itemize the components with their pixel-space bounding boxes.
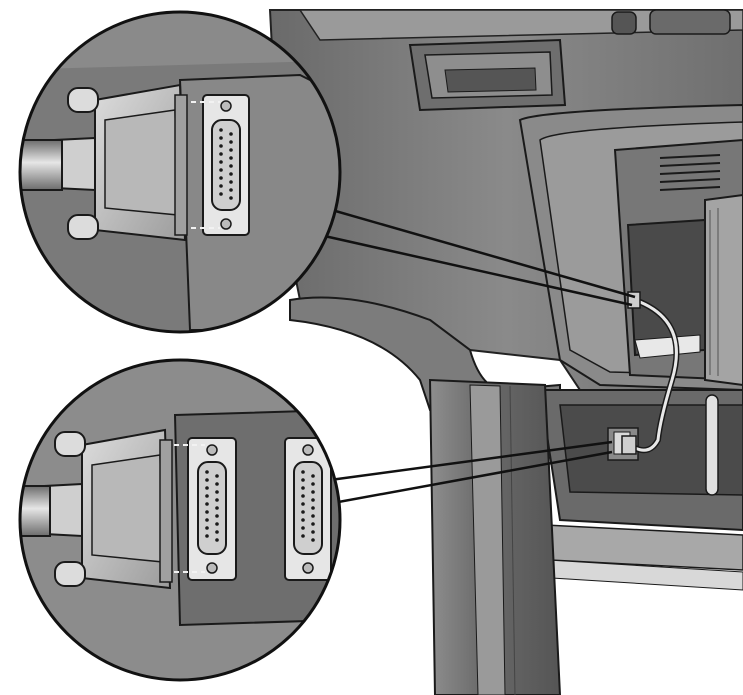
top-slot-left	[611, 11, 637, 35]
thumbscrew-bottom-lower	[54, 561, 86, 587]
interface-port-connected	[187, 437, 237, 581]
callout-leaders	[319, 206, 636, 507]
stand-leg	[428, 378, 562, 695]
top-slot-right	[649, 9, 731, 35]
thumbscrew-top	[67, 87, 99, 113]
cable-connector-hood-lower	[44, 428, 173, 590]
stand-crossbar	[538, 389, 743, 591]
thumbscrew-top-lower	[54, 431, 86, 457]
printer-parallel-port	[202, 94, 250, 236]
printer-body	[268, 9, 743, 695]
lower-plug	[621, 435, 637, 455]
cable-connector-hood	[54, 83, 188, 242]
interface-port-empty	[284, 437, 332, 581]
carry-handle	[408, 38, 567, 112]
top-callout-magnifier	[18, 10, 342, 334]
bottom-callout-magnifier	[18, 358, 342, 682]
cable-lower	[20, 485, 51, 537]
cable	[20, 139, 63, 191]
open-side-cover	[704, 193, 743, 387]
thumbscrew-bottom	[67, 214, 99, 240]
vent-grille	[659, 154, 721, 191]
